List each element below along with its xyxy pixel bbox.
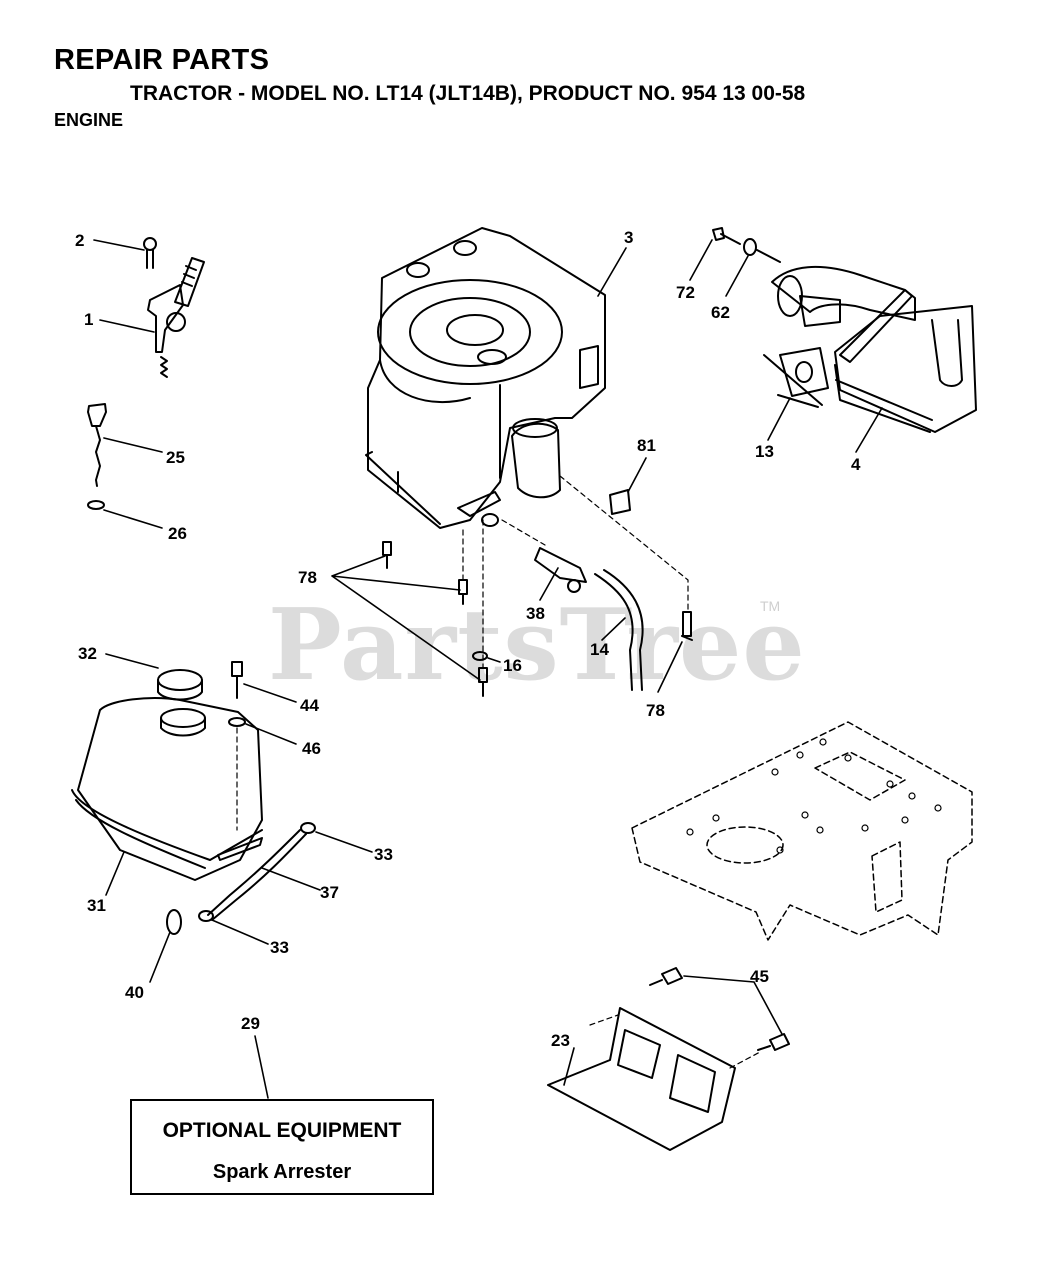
callout-78-right: 78 (646, 701, 665, 720)
engine-part (365, 227, 606, 529)
callout-46: 46 (302, 739, 321, 758)
muffler-part (712, 227, 977, 433)
callout-40: 40 (125, 983, 144, 1002)
callout-78-left: 78 (298, 568, 317, 587)
fuel-line-part (166, 822, 316, 935)
callout-72: 72 (676, 283, 695, 302)
callout-29: 29 (241, 1014, 260, 1033)
optional-equipment-title: OPTIONAL EQUIPMENT (162, 1119, 402, 1142)
callout-16: 16 (503, 656, 522, 675)
callout-26: 26 (168, 524, 187, 543)
callout-13: 13 (755, 442, 774, 461)
model-line: TRACTOR - MODEL NO. LT14 (JLT14B), PRODU… (130, 82, 806, 105)
watermark-tm: TM (760, 598, 781, 614)
callout-3: 3 (624, 228, 634, 247)
frame-holes (686, 738, 942, 854)
optional-equipment-box: OPTIONAL EQUIPMENT Spark Arrester (130, 1099, 434, 1195)
fasteners-group (382, 475, 693, 697)
callout-44: 44 (300, 696, 319, 715)
callout-2: 2 (75, 231, 85, 250)
callout-31: 31 (87, 896, 106, 915)
throttle-control-part (143, 237, 205, 378)
callout-62: 62 (711, 303, 730, 322)
spark-arrester-label: Spark Arrester (212, 1161, 352, 1183)
frame-part (631, 721, 973, 941)
page-title: REPAIR PARTS (54, 44, 270, 76)
callout-38: 38 (526, 604, 545, 623)
section-title: ENGINE (54, 110, 124, 130)
fuel-tank-part (71, 661, 263, 881)
callout-25: 25 (166, 448, 185, 467)
callout-37: 37 (320, 883, 339, 902)
callout-45: 45 (750, 967, 769, 986)
heat-shield-part (547, 967, 790, 1151)
callout-33-upper: 33 (374, 845, 393, 864)
callout-81: 81 (637, 436, 656, 455)
callout-33-lower: 33 (270, 938, 289, 957)
leader-lines (93, 239, 883, 1099)
callout-32: 32 (78, 644, 97, 663)
callout-23: 23 (551, 1031, 570, 1050)
dipstick-part (87, 403, 107, 510)
watermark-text: PartsTree (268, 588, 806, 703)
callout-4: 4 (851, 455, 861, 474)
callout-14: 14 (590, 640, 609, 659)
callout-1: 1 (84, 310, 94, 329)
